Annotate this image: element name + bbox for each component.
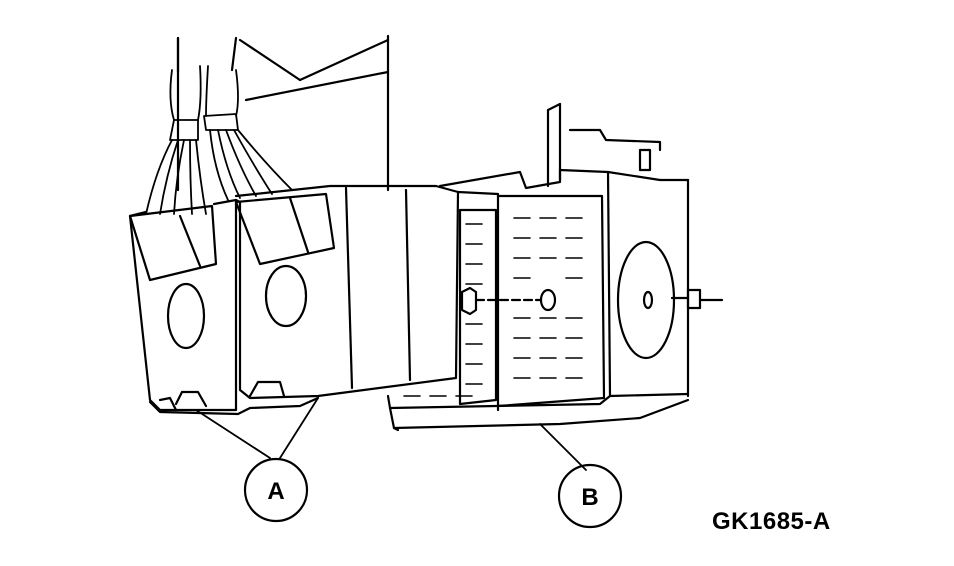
module-pin-grid	[403, 217, 583, 397]
connector-middle	[234, 184, 460, 400]
mounting-structure	[176, 34, 690, 398]
connector-base	[148, 390, 320, 416]
module-mount-flange	[616, 240, 724, 360]
figure-id: GK1685-A	[712, 508, 831, 535]
module-body	[386, 168, 690, 432]
callout-b	[557, 463, 623, 529]
wiring-harness-right	[203, 65, 293, 201]
callout-a	[243, 457, 309, 523]
connector-left	[128, 198, 238, 412]
leader-lines	[195, 397, 587, 471]
callout-b-label: B	[581, 484, 598, 511]
wiring-harness-left	[145, 65, 207, 215]
callout-a-label: A	[267, 478, 284, 505]
mounting-bolt	[460, 286, 557, 316]
